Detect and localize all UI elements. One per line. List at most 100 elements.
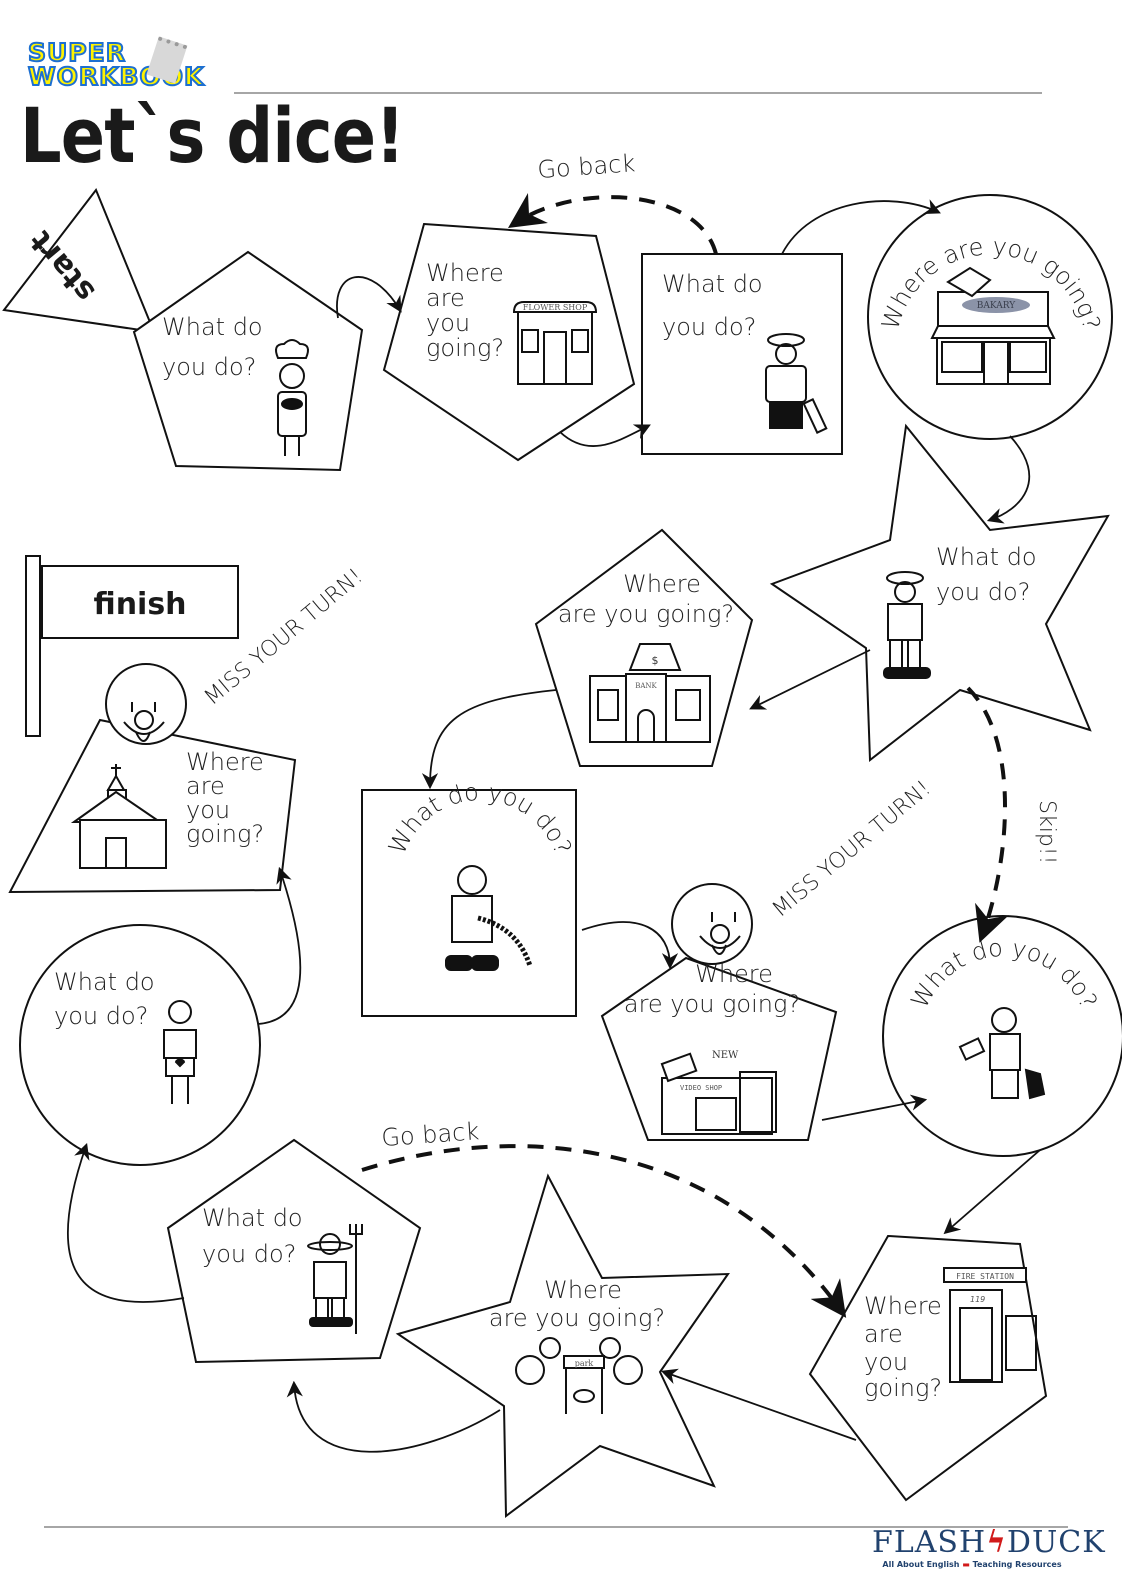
video-shop-sign: VIDEO SHOP [680,1084,722,1092]
space-8-question-line2: are you going? [624,990,800,1018]
arrow-6-7 [421,689,557,790]
arrow-13-14 [257,866,302,1025]
skip-arrow [966,686,1009,943]
brand-right-text: DUCK [1006,1525,1106,1560]
arrow-5-6 [749,649,871,710]
space-3-question-line1: What do [662,270,763,298]
space-10-fire-station[interactable]: Where are you going? FIRE STATION 119 [808,1234,1048,1502]
fire-station-icon: FIRE STATION 119 [943,1267,1037,1383]
video-shop-icon: NEW VIDEO SHOP [660,1050,777,1135]
space-2-question-line4: going? [426,334,504,362]
space-10-question-line2: are [864,1320,903,1348]
chef-icon [275,339,309,456]
go-back-bottom-arrow [361,1144,847,1318]
space-5-question-line2: you do? [936,578,1030,606]
mail-carrier-icon [958,1007,1046,1100]
arrow-2-3 [559,424,651,447]
arrow-11-12 [286,1380,501,1453]
space-14-question-line2: are [186,772,225,800]
space-14-church[interactable]: Where are you going? [8,663,297,894]
page-title: Let`s dice! [20,91,405,180]
arrow-3-4 [781,199,941,255]
fire-station-number: 119 [970,1295,985,1304]
finish-flag[interactable]: finish [25,555,239,737]
space-11-question-line1: Where [544,1276,622,1304]
police-officer-icon [883,571,931,679]
space-10-question-line1: Where [864,1292,942,1320]
go-back-bottom-label: Go back [380,1117,480,1152]
space-12-question-line1: What do [202,1204,303,1232]
space-5-police[interactable]: What do you do? [769,423,1110,762]
space-6-question-line1: Where [623,570,701,598]
firefighter-icon [445,865,533,971]
space-12-farmer[interactable]: What do you do? [166,1138,422,1364]
miss-turn-face-icon-2 [105,663,187,745]
space-2-question-line1: Where [426,259,504,287]
space-10-question-line3: you [864,1348,908,1376]
space-9-mail-carrier[interactable]: What do you do? [882,915,1122,1157]
space-14-question-line1: Where [186,748,264,776]
bank-icon: $ BANK [589,643,711,743]
arrow-7-8 [581,921,679,970]
park-sign: park [575,1359,594,1368]
finish-label: finish [93,587,186,622]
space-4-bakery[interactable]: Where are you going? BAKARY [867,194,1113,440]
space-2-question-line3: you [426,309,470,337]
bakery-sign: BAKARY [977,301,1016,311]
space-13-question-line2: you do? [54,1002,148,1030]
farmer-icon [307,1224,363,1334]
fire-station-sign: FIRE STATION [956,1272,1014,1281]
space-6-question-line2: are you going? [558,600,734,628]
space-12-question-line2: you do? [202,1240,296,1268]
arrow-9-10 [943,1149,1041,1235]
space-13-question-line1: What do [54,968,155,996]
space-1-chef[interactable]: What do you do? [132,250,364,472]
brand-tagline-right: Teaching Resources [972,1560,1062,1569]
space-8-question-line1: Where [695,960,773,988]
nurse-icon [163,1000,197,1104]
svg-text:$: $ [652,654,659,667]
space-2-flower-shop[interactable]: Where are you going? FLOWER SHOP [382,222,636,462]
video-shop-badge: NEW [712,1050,739,1061]
book-icon: ▬ [962,1560,970,1569]
go-back-top-label: Go back [536,149,636,184]
space-11-question-line2: are you going? [489,1304,665,1332]
flower-shop-sign: FLOWER SHOP [523,303,588,312]
bank-sign: BANK [635,682,657,690]
space-6-bank[interactable]: Where are you going? $ BANK [534,528,754,767]
arrow-4-5 [986,435,1031,524]
path-arrows [66,199,1041,1453]
church-icon [70,764,167,869]
space-5-question-line1: What do [936,543,1037,571]
arrow-1-2 [336,276,402,319]
space-8-video-shop[interactable]: Where are you going? NEW VIDEO SHOP [600,883,838,1141]
go-back-top-arrow [508,193,718,255]
shortcut-arrows [361,193,1009,1318]
lightning-icon: ϟ [986,1525,1007,1560]
brand-tagline-left: All About English [882,1560,960,1569]
park-icon: park [515,1337,643,1414]
brand-left-text: FLASH [872,1525,987,1560]
space-1-question-line1: What do [162,313,263,341]
skip-label: Skip!! [1034,800,1059,864]
space-7-firefighter[interactable]: What do you do? [361,778,577,1017]
arrow-10-11 [660,1368,857,1441]
space-3-pilot[interactable]: What do you do? [641,253,843,455]
arrow-8-9 [821,1094,928,1121]
logo-super-text: SUPER [27,38,126,67]
miss-turn-face-icon [671,883,753,965]
space-13-nurse[interactable]: What do you do? [19,924,261,1166]
bakery-icon: BAKARY [930,266,1056,385]
space-11-park[interactable]: Where are you going? park [395,1173,730,1518]
flower-shop-icon: FLOWER SHOP [512,301,598,385]
space-1-question-line2: you do? [162,353,256,381]
miss-turn-middle-label: MISS YOUR TURN! [768,776,936,923]
space-14-question-line4: going? [186,820,264,848]
arrow-12-13 [66,1142,185,1303]
space-3-question-line2: you do? [662,313,756,341]
pilot-icon [765,333,828,434]
flash-duck-logo: FLASHϟDUCK All About English ▬ Teaching … [872,1525,1105,1570]
start-space[interactable]: start [2,188,156,334]
space-10-question-line4: going? [864,1374,942,1402]
